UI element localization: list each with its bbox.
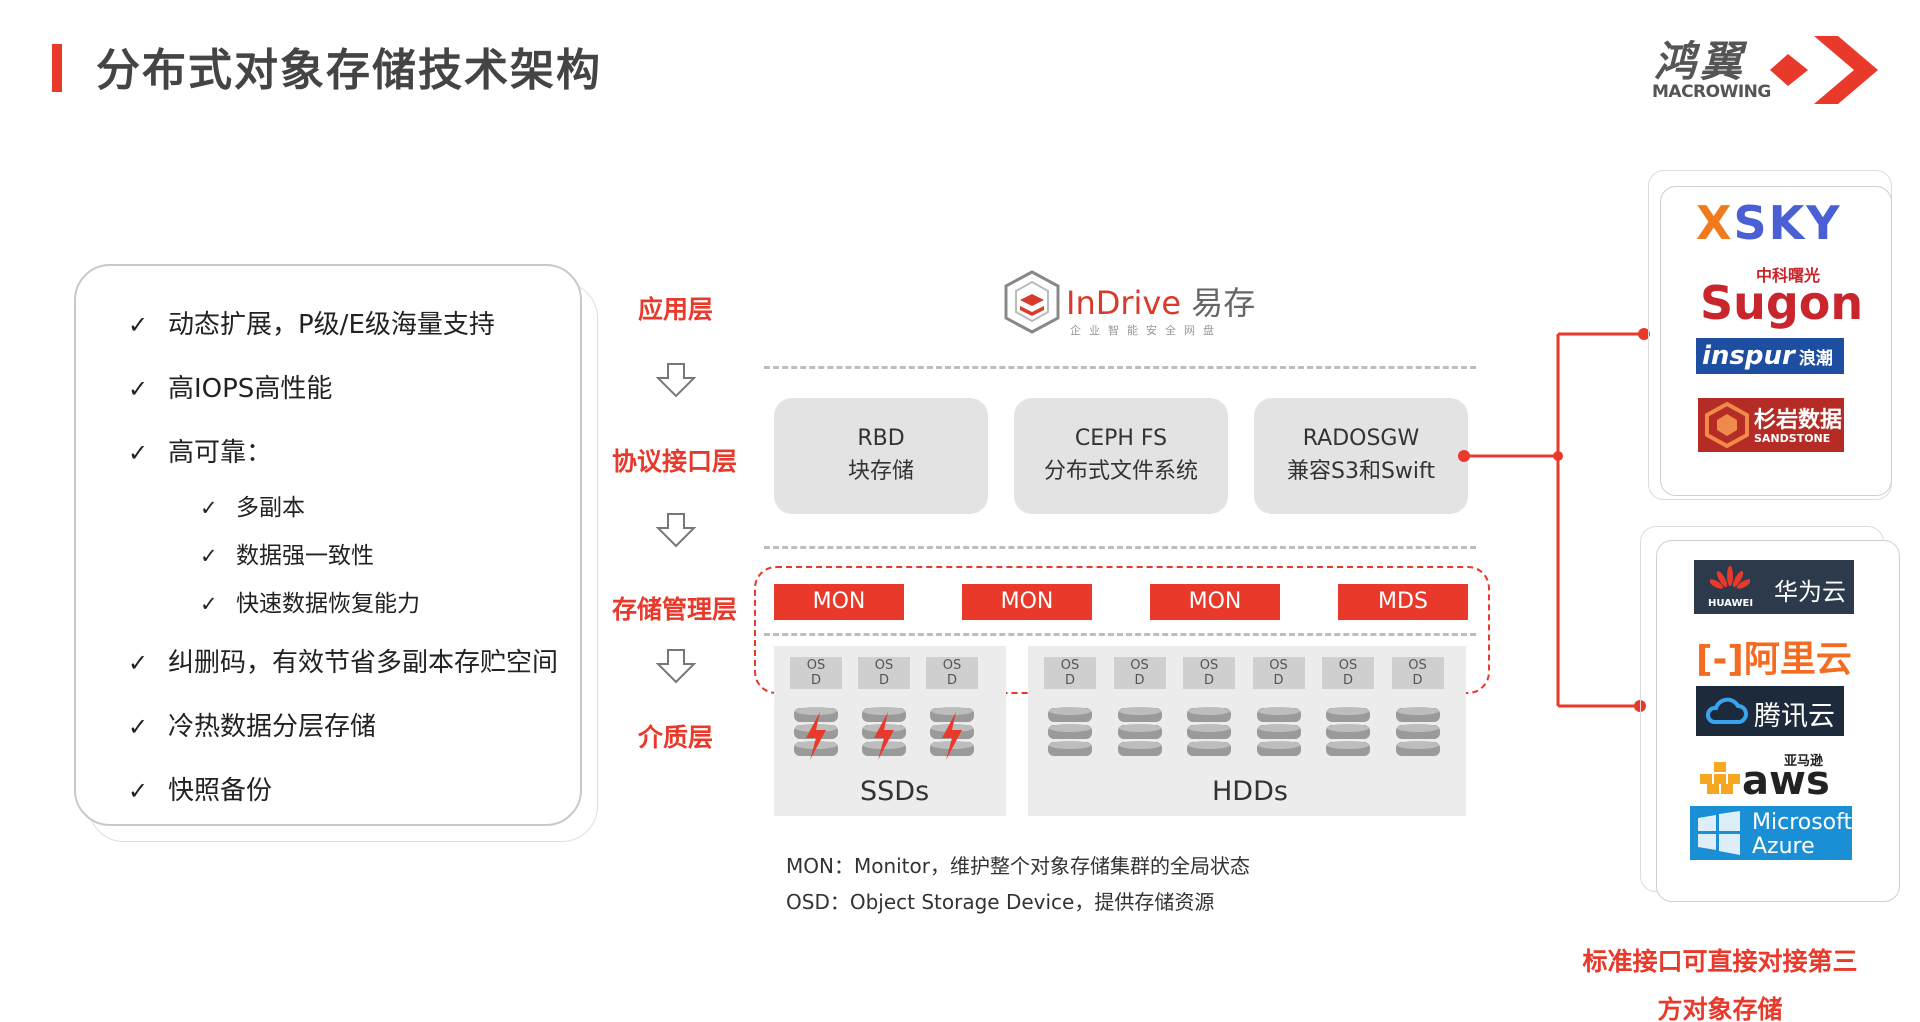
down-arrow-icon — [656, 649, 696, 684]
indrive-name: InDrive — [1066, 284, 1182, 322]
title-accent-bar — [52, 44, 62, 92]
xsky-logo: XSKY — [1696, 196, 1842, 250]
protocol-box-radosgw: RADOSGW 兼容S3和Swift — [1254, 398, 1468, 514]
cloud-icon — [1705, 697, 1748, 724]
brand-name-cn: 鸿翼 — [1654, 37, 1747, 86]
layer-label-storage-mgmt: 存储管理层 — [612, 595, 738, 624]
layer-label-app: 应用层 — [638, 295, 714, 324]
ssd-disk-icon — [930, 707, 974, 760]
indrive-tagline: 企业智能安全网盘 — [1070, 324, 1222, 337]
third-party-note: 标准接口可直接对接第三 方对象存储 — [1582, 947, 1858, 1022]
layer-label-protocol: 协议接口层 — [612, 447, 738, 476]
check-icon: ✓ — [128, 777, 149, 805]
connector-lines — [1458, 328, 1650, 712]
hdd-disk-icon — [1395, 707, 1440, 756]
check-icon: ✓ — [128, 311, 149, 339]
note-osd: OSD：Object Storage Device，提供存储资源 — [786, 890, 1215, 914]
feature-subitem: ✓数据强一致性 — [200, 543, 374, 569]
hdd-disk-icon — [1256, 707, 1301, 756]
sugon-logo-cn: 中科曙光 — [1756, 266, 1821, 285]
indrive-name-cn: 易存 — [1191, 284, 1256, 322]
check-icon: ✓ — [128, 649, 149, 677]
layer-divider — [764, 633, 1476, 636]
huawei-cloud-logo: 华为云 HUAWEI — [1694, 560, 1854, 614]
connector-dot — [1553, 451, 1563, 461]
check-icon: ✓ — [200, 544, 218, 568]
feature-subitem: ✓快速数据恢复能力 — [200, 591, 420, 617]
hdd-disk-icon — [1048, 707, 1092, 756]
feature-item: ✓快照备份 — [128, 776, 273, 806]
hdd-disk-icon — [1187, 707, 1231, 756]
check-icon: ✓ — [200, 592, 218, 616]
page-title: 分布式对象存储技术架构 — [96, 45, 602, 96]
connector-dot — [1638, 328, 1650, 340]
mon-node: MON — [774, 584, 904, 620]
hdd-disk-icon — [1326, 707, 1370, 756]
aws-logo: aws — [1742, 758, 1830, 804]
indrive-cube-icon — [1004, 270, 1060, 334]
mon-node: MON — [962, 584, 1092, 620]
check-icon: ✓ — [128, 439, 149, 467]
feature-item: ✓高IOPS高性能 — [128, 374, 333, 404]
ssd-label: SSDs — [860, 776, 930, 807]
azure-logo: Microsoft Azure — [1690, 806, 1852, 860]
features-panel: ✓动态扩展，P级/E级海量支持 ✓高IOPS高性能 ✓高可靠： ✓多副本 ✓数据… — [74, 264, 582, 826]
check-icon: ✓ — [128, 713, 149, 741]
hdd-disk-icon — [1117, 707, 1162, 756]
protocol-box-cephfs: CEPH FS 分布式文件系统 — [1014, 398, 1228, 514]
aws-boxes-icon — [1700, 762, 1740, 794]
protocol-desc: 分布式文件系统 — [1043, 459, 1198, 484]
down-arrow-icon — [656, 363, 696, 398]
protocol-name: RBD — [857, 426, 905, 451]
sandstone-mark-icon — [1705, 402, 1749, 448]
layer-divider — [764, 366, 1476, 369]
windows-icon — [1698, 811, 1740, 855]
protocol-name: CEPH FS — [1074, 426, 1168, 451]
down-arrow-icon — [656, 513, 696, 548]
feature-item: ✓冷热数据分层存储 — [128, 712, 377, 742]
aliyun-logo: [-]阿里云 — [1696, 639, 1852, 680]
layer-divider — [764, 546, 1476, 549]
brand-name-en: MACROWING — [1652, 82, 1771, 102]
feature-subitem: ✓多副本 — [200, 495, 305, 521]
protocol-box-rbd: RBD 块存储 — [774, 398, 988, 514]
note-mon: MON：Monitor，维护整个对象存储集群的全局状态 — [786, 854, 1250, 878]
ssd-disk-icon — [794, 707, 838, 760]
hdd-label: HDDs — [1212, 776, 1288, 807]
protocol-name: RADOSGW — [1302, 426, 1420, 451]
mon-node: MON — [1150, 584, 1280, 620]
protocol-desc: 块存储 — [847, 459, 914, 484]
feature-item: ✓动态扩展，P级/E级海量支持 — [128, 310, 495, 340]
brand-chevron-icon — [1770, 36, 1878, 104]
layer-label-media: 介质层 — [638, 723, 714, 752]
check-icon: ✓ — [128, 375, 149, 403]
tencent-cloud-logo: 腾讯云 — [1696, 686, 1844, 736]
indrive-logo: InDrive 易存 企业智能安全网盘 — [1004, 270, 1264, 342]
protocol-desc: 兼容S3和Swift — [1286, 459, 1436, 484]
mds-node: MDS — [1338, 584, 1468, 620]
brand-logo: 鸿翼 MACROWING — [1640, 28, 1890, 108]
feature-item: ✓高可靠： — [128, 438, 273, 468]
sandstone-logo: 杉岩数据 SANDSTONE — [1698, 398, 1844, 452]
aws-logo-cn: 亚马逊 — [1784, 754, 1824, 769]
ssd-disk-icon — [862, 707, 906, 760]
feature-item: ✓纠删码，有效节省多副本存贮空间 — [128, 648, 559, 678]
huawei-flower-icon — [1710, 566, 1750, 589]
sugon-logo: Sugon — [1700, 276, 1864, 330]
check-icon: ✓ — [200, 496, 218, 520]
